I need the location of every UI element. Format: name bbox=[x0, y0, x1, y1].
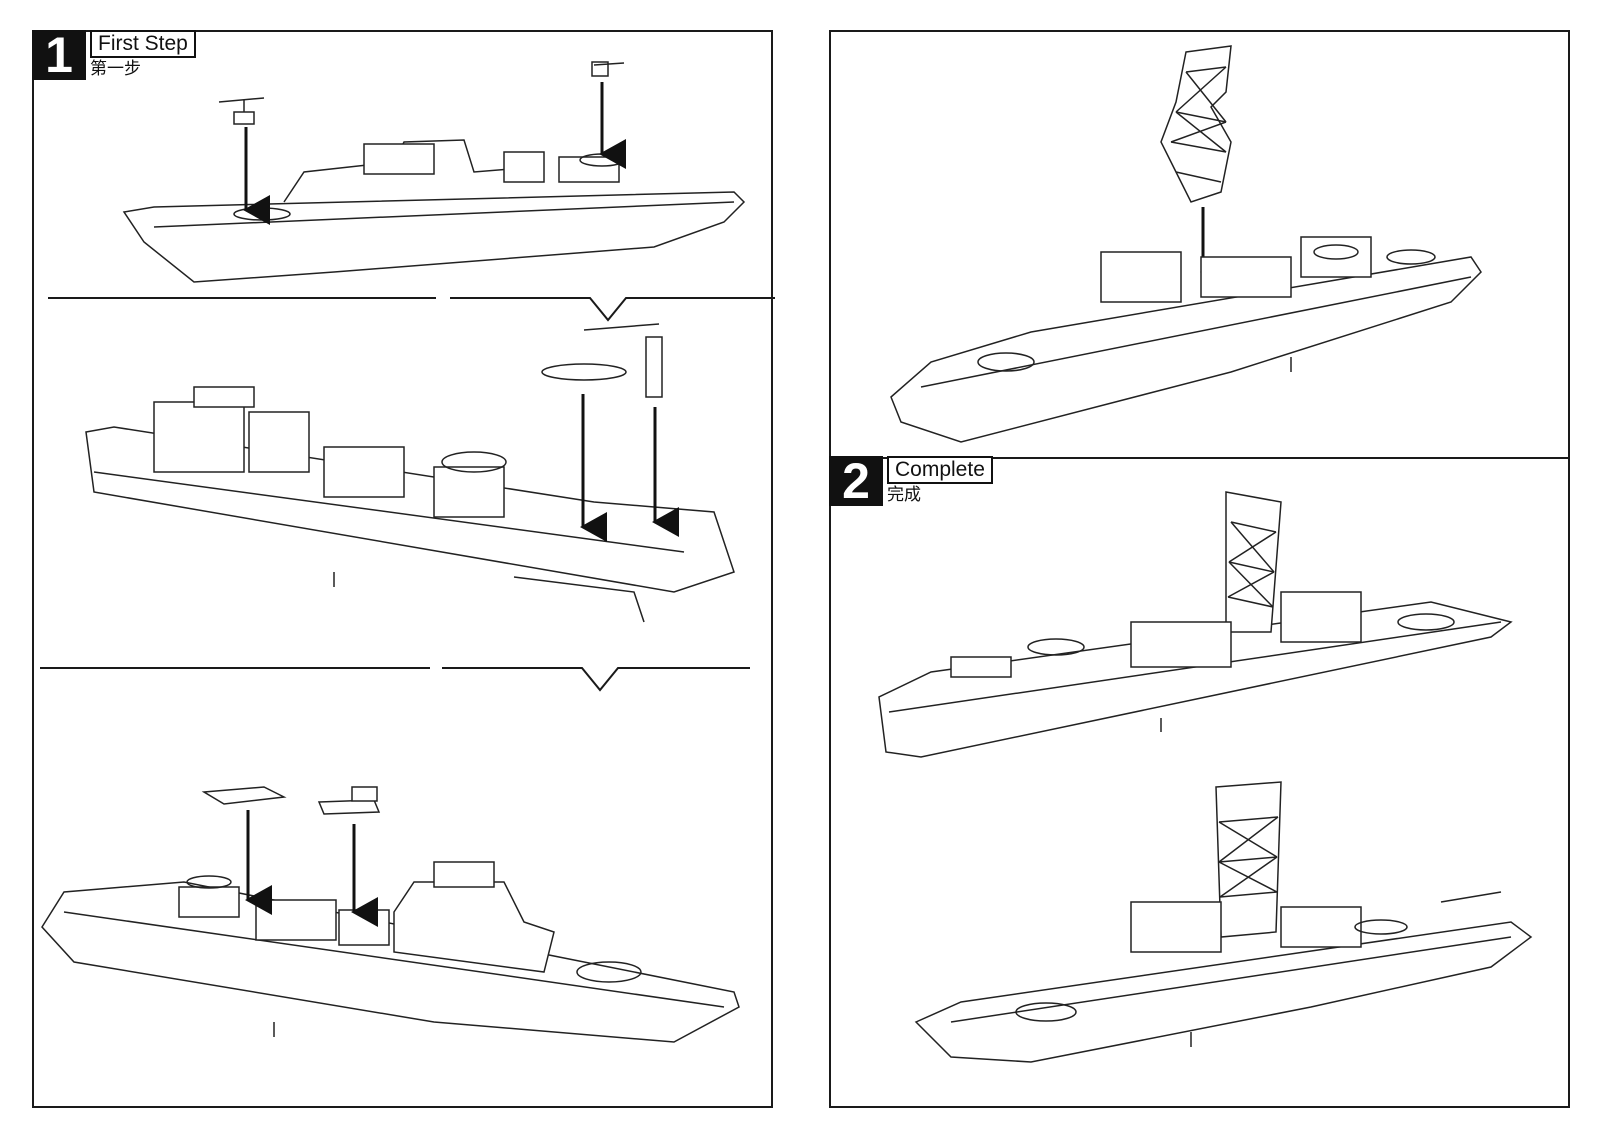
step-1-title: First Step bbox=[90, 30, 196, 58]
mast-part bbox=[1160, 45, 1232, 203]
step-2-subtitle: 完成 bbox=[887, 485, 921, 505]
step-complete-panel: 2 Complete 完成 bbox=[829, 30, 1570, 1108]
step-2-number: 2 bbox=[829, 456, 883, 506]
ship-complete-view-2 bbox=[914, 781, 1533, 1063]
step-2-title: Complete bbox=[887, 456, 993, 484]
step-1-header: 1 First Step 第一步 bbox=[32, 30, 196, 80]
step-2-illustrations bbox=[878, 45, 1533, 1063]
step-1-subtitle: 第一步 bbox=[90, 59, 141, 79]
ship-illustration-c bbox=[41, 786, 740, 1043]
section-divider bbox=[48, 297, 775, 322]
step-1-illustrations bbox=[40, 61, 775, 1043]
step-1-number: 1 bbox=[32, 30, 86, 80]
step-2-header: 2 Complete 完成 bbox=[829, 456, 993, 506]
section-divider bbox=[40, 667, 750, 692]
ship-illustration-d bbox=[890, 236, 1482, 443]
section-divider bbox=[831, 457, 1568, 459]
ship-illustration-a bbox=[122, 61, 746, 283]
step-1-panel: 1 First Step 第一步 bbox=[32, 30, 775, 1108]
ship-complete-view-1 bbox=[878, 491, 1513, 758]
ship-illustration-b bbox=[85, 323, 735, 623]
